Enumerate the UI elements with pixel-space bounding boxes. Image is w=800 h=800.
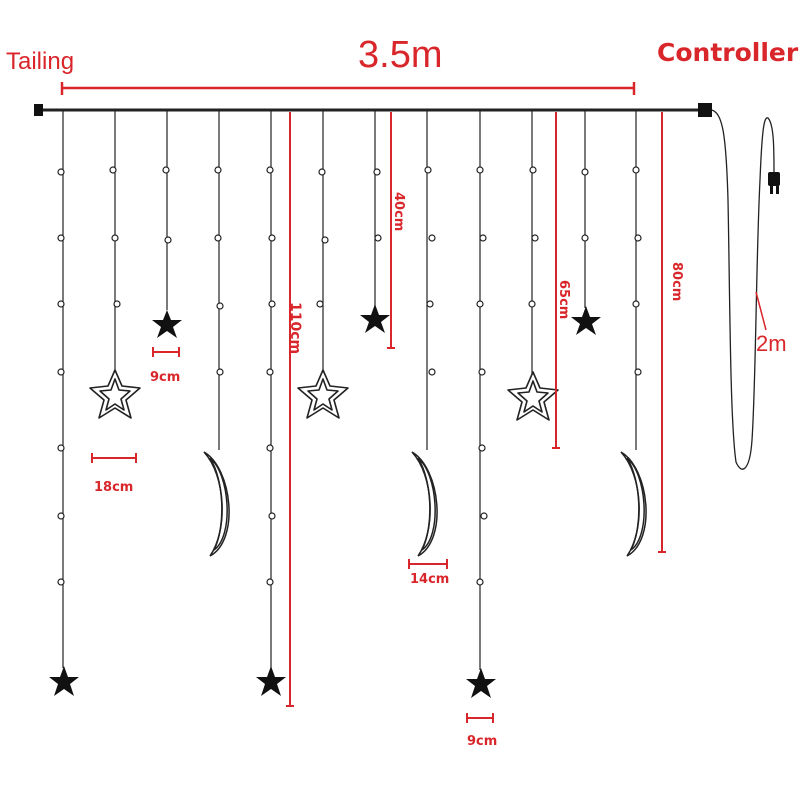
length-label: 3.5m	[358, 34, 443, 76]
tailing-connector-icon	[34, 104, 43, 116]
drop-65-label: 65cm	[556, 280, 571, 320]
controller-box-icon	[698, 103, 712, 117]
power-cord	[711, 109, 775, 470]
plug-icon	[768, 172, 780, 194]
drop-110-label: 110cm	[287, 302, 303, 355]
star-size-label: 9cm	[150, 370, 181, 385]
cord-length-label: 2m	[756, 331, 787, 356]
drop-40-label: 40cm	[391, 192, 406, 232]
star-icon	[49, 304, 601, 698]
controller-label: Controller	[657, 38, 799, 67]
star-size-label-bottom: 9cm	[467, 734, 498, 749]
drop-dimension-lines	[286, 112, 666, 707]
cord-pointer	[755, 291, 767, 331]
drop-80-label: 80cm	[669, 262, 684, 302]
strands	[62, 110, 637, 670]
size-dimension-lines	[91, 347, 494, 723]
moon-size-label: 14cm	[410, 572, 450, 587]
outline-star-size-label: 18cm	[94, 480, 134, 495]
moon-icon	[203, 451, 647, 557]
star-outline-icon	[89, 369, 559, 421]
tailing-label: Tailing	[6, 48, 75, 75]
bulbs	[57, 166, 642, 586]
